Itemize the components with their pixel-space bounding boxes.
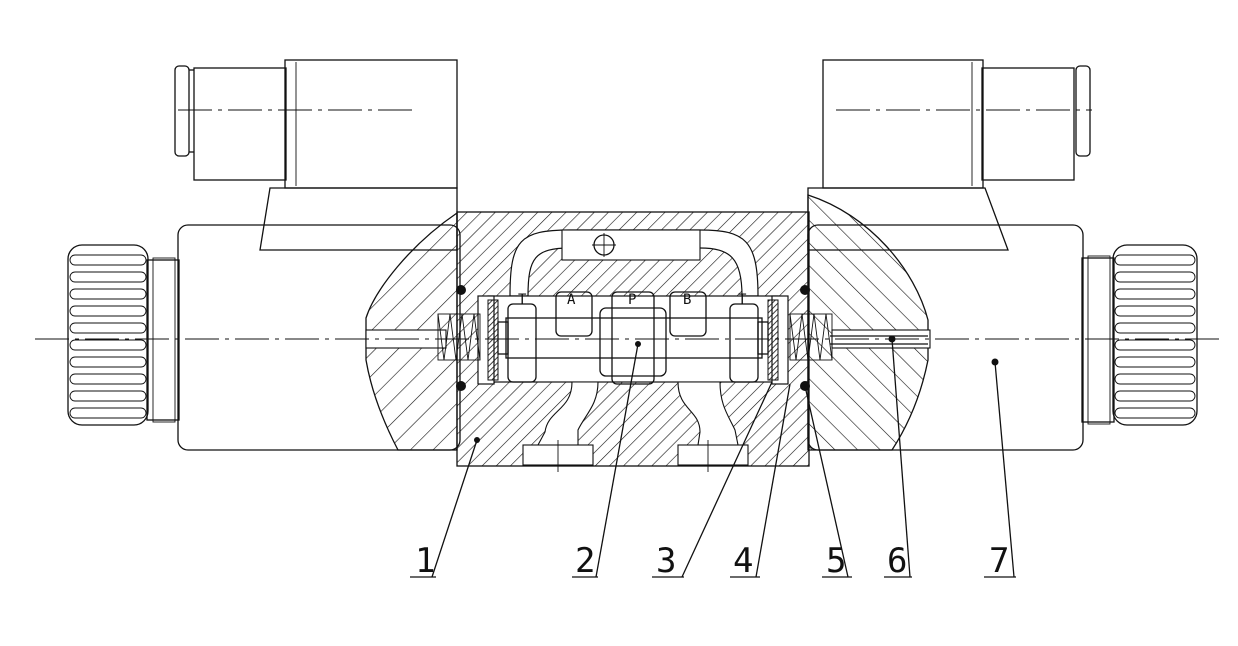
- callout-1: 1: [415, 541, 435, 581]
- port-labels: T A P B T: [518, 292, 747, 308]
- left-override-knob: [67, 244, 149, 426]
- right-section-lobe: [807, 194, 929, 451]
- left-solenoid-connector: [174, 59, 458, 251]
- port-label-t-left: T: [518, 292, 527, 308]
- push-pin: [830, 335, 928, 345]
- callout-2: 2: [575, 541, 595, 581]
- callout-4: 4: [733, 541, 753, 581]
- callout-3: 3: [656, 541, 676, 581]
- left-return-spring: [437, 313, 481, 361]
- left-spring-assembly: [365, 285, 499, 391]
- right-override-knob: [1112, 244, 1198, 426]
- callout-6: 6: [887, 541, 907, 581]
- leader-lines: [410, 338, 1016, 578]
- spool: [497, 291, 769, 385]
- callout-numbers: 1 2 3 4 5 6 7: [415, 541, 1009, 581]
- callout-5: 5: [826, 541, 846, 581]
- callout-7: 7: [989, 541, 1009, 581]
- port-label-a: A: [567, 292, 576, 308]
- port-label-t-right: T: [738, 292, 747, 308]
- valve-body: [456, 211, 810, 472]
- port-label-p: P: [628, 292, 636, 308]
- port-label-b: B: [683, 292, 691, 308]
